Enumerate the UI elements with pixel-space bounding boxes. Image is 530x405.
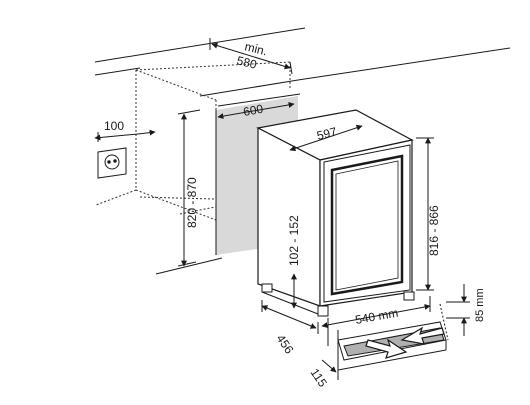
min-depth-value: 580	[235, 53, 258, 72]
plinth-height-value: 102 - 152	[287, 215, 301, 266]
socket-offset-dimension	[94, 129, 156, 142]
niche-depth-value: 600	[242, 102, 264, 119]
plinth-offset-dimension	[321, 318, 339, 380]
appliance	[256, 109, 414, 307]
airflow-arrows	[365, 326, 445, 359]
appliance-height-value: 816 - 866	[427, 205, 441, 256]
side-depth-value: 456	[274, 332, 297, 357]
vent-height-value: 85 mm	[474, 288, 486, 322]
side-depth-dimension	[261, 300, 319, 334]
appliance-height-dimension	[416, 137, 434, 291]
min-depth-dimension	[209, 38, 293, 75]
min-label: min.	[243, 39, 268, 58]
niche-depth-dimension	[217, 101, 295, 120]
worktop-lines	[94, 27, 511, 275]
vent-height-dimension	[446, 284, 470, 336]
appliance-depth-value: 597	[315, 124, 338, 143]
plinth-offset-value: 115	[308, 366, 330, 390]
appliance-depth-dimension	[289, 124, 363, 152]
niche-height-dimension	[177, 109, 201, 267]
power-socket-icon	[97, 147, 127, 179]
socket-offset-value: 100	[104, 119, 124, 133]
appliance-width-value: 540 mm	[354, 306, 399, 327]
appliance-width-dimension	[321, 296, 431, 328]
niche-height-value: 820 - 870	[185, 177, 199, 228]
glass-door	[323, 144, 411, 303]
